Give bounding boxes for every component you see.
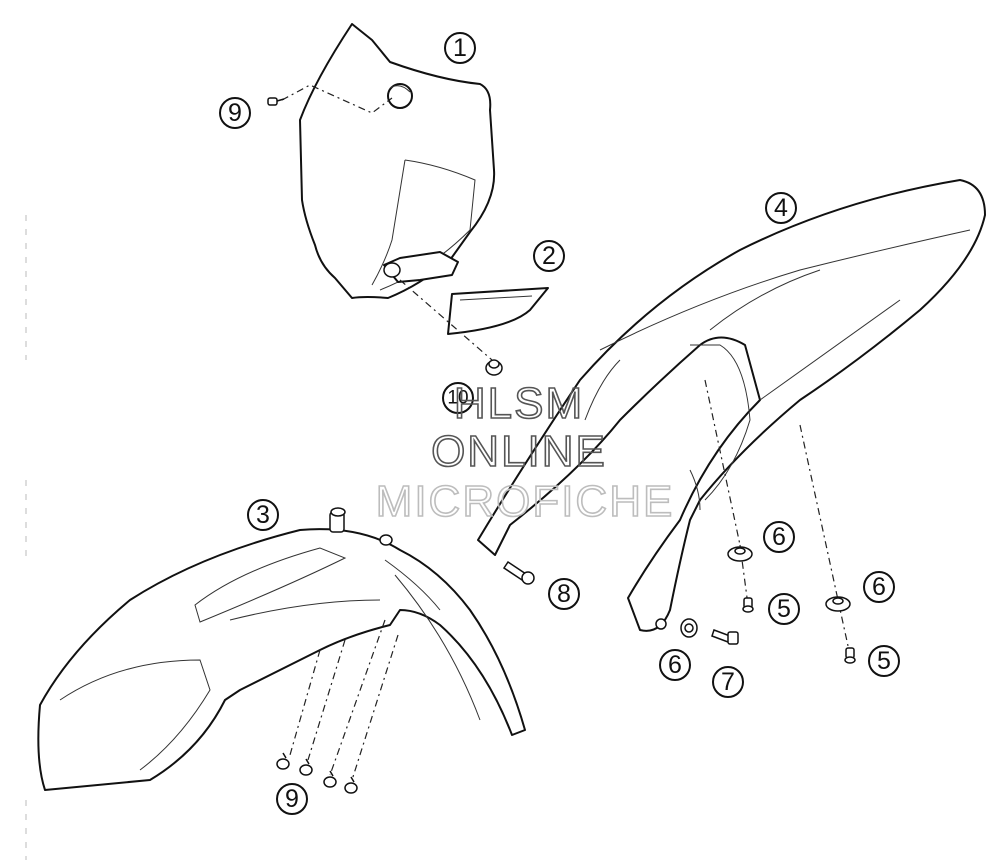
svg-text:2: 2 xyxy=(542,242,556,270)
callout-6-upper: 6 xyxy=(763,521,795,553)
svg-text:9: 9 xyxy=(285,785,299,813)
watermark-line-3: MICROFICHE xyxy=(376,477,675,526)
sticker xyxy=(447,287,549,335)
svg-text:6: 6 xyxy=(772,523,786,551)
svg-text:5: 5 xyxy=(877,647,891,675)
leader-lines xyxy=(281,84,851,781)
washer-icon xyxy=(680,618,698,638)
washer-icon xyxy=(825,596,851,612)
callout-9-upper: 9 xyxy=(219,97,251,129)
number-plate xyxy=(299,23,496,299)
hardware xyxy=(267,97,856,794)
callouts: 1 2 3 4 5 5 6 6 xyxy=(219,32,900,815)
callout-2: 2 xyxy=(533,240,565,272)
watermark-line-2: ONLINE xyxy=(431,427,607,476)
svg-text:6: 6 xyxy=(872,573,886,601)
svg-text:10: 10 xyxy=(447,388,468,409)
bolt-icon xyxy=(711,629,739,645)
callout-4: 4 xyxy=(765,192,797,224)
callout-3: 3 xyxy=(247,499,279,531)
svg-text:4: 4 xyxy=(774,194,788,222)
callout-6-lower: 6 xyxy=(659,649,691,681)
callout-10: 10 xyxy=(442,382,474,414)
rear-fender xyxy=(477,179,986,632)
screw-icon xyxy=(344,776,358,794)
svg-text:8: 8 xyxy=(557,580,571,608)
watermark-line-1: HLSM xyxy=(454,379,584,428)
screw-icon xyxy=(276,752,290,770)
svg-text:3: 3 xyxy=(256,501,270,529)
svg-text:5: 5 xyxy=(777,595,791,623)
watermark: HLSM ONLINE MICROFICHE xyxy=(375,378,675,527)
svg-text:1: 1 xyxy=(453,34,467,62)
washer-icon xyxy=(727,546,753,562)
screw-icon xyxy=(844,647,856,664)
screw-icon xyxy=(323,770,337,788)
callout-9-lower: 9 xyxy=(276,783,308,815)
svg-text:7: 7 xyxy=(721,668,735,696)
callout-8: 8 xyxy=(548,578,580,610)
screw-icon xyxy=(299,758,313,776)
callout-5-upper: 5 xyxy=(768,593,800,625)
svg-text:9: 9 xyxy=(228,99,242,127)
callout-5-lower: 5 xyxy=(868,645,900,677)
screw-icon xyxy=(742,597,754,613)
front-fender xyxy=(37,507,526,791)
callout-1: 1 xyxy=(444,32,476,64)
screw-icon xyxy=(267,97,285,106)
svg-text:6: 6 xyxy=(668,651,682,679)
screw-icon xyxy=(502,560,535,585)
callout-7: 7 xyxy=(712,666,744,698)
callout-6-right: 6 xyxy=(863,571,895,603)
nut-icon xyxy=(485,359,503,376)
